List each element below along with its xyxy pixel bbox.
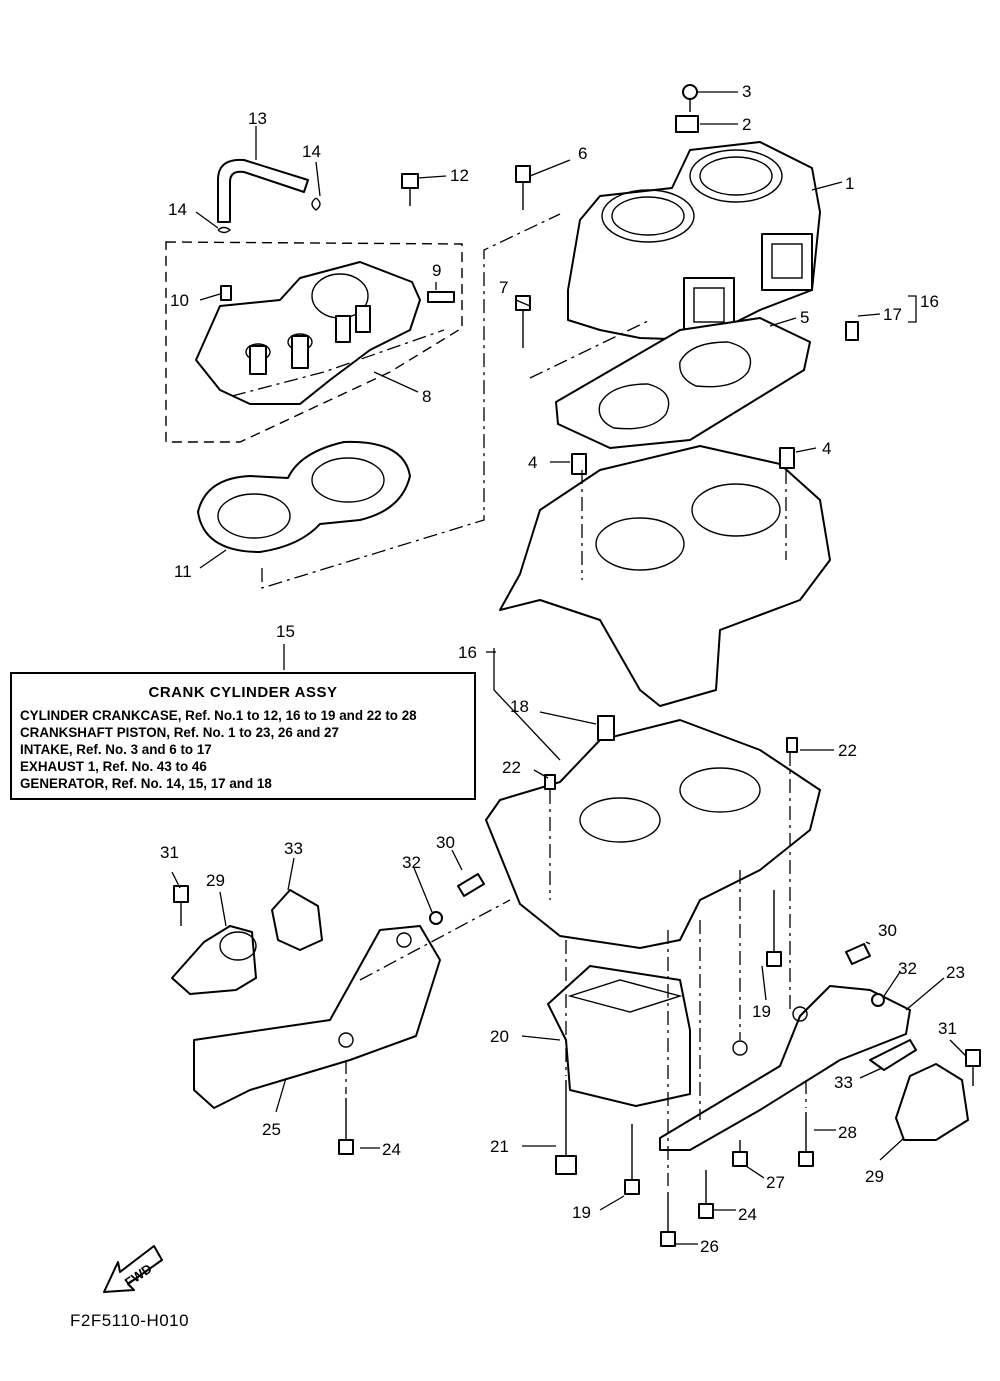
- part-label: 29: [865, 1167, 884, 1186]
- bolt-24-right: [698, 1170, 714, 1219]
- washer-32-right: [871, 993, 885, 1007]
- part-label: 10: [170, 291, 189, 310]
- part-label: 19: [752, 1002, 771, 1021]
- assembly-title: CRANK CYLINDER ASSY: [148, 684, 338, 701]
- assembly-list: CYLINDER CRANKCASE, Ref. No.1 to 12, 16 …: [20, 707, 474, 792]
- part-label: 19: [572, 1203, 591, 1222]
- assembly-line: EXHAUST 1, Ref. No. 43 to 46: [20, 759, 207, 774]
- part-label: 13: [248, 109, 267, 128]
- figure-code: F2F5110-H010: [70, 1311, 190, 1330]
- part-label: 4: [822, 439, 831, 458]
- part-label: 14: [168, 200, 187, 219]
- part-label: 2: [742, 115, 751, 134]
- dowel-4-right: [779, 447, 795, 469]
- bolt-19-upper: [766, 890, 782, 967]
- part-label: 23: [946, 963, 965, 982]
- assembly-reference-box: CRANK CYLINDER ASSY CYLINDER CRANKCASE, …: [10, 672, 476, 800]
- stud-17: [845, 321, 859, 341]
- intake-manifold-8: [195, 261, 421, 405]
- pin-22-right: [786, 737, 798, 753]
- fwd-arrow-icon: FWD: [103, 1245, 163, 1293]
- bolt-6: [515, 165, 531, 183]
- stopper-2: [675, 115, 699, 133]
- part-label: 8: [422, 387, 431, 406]
- part-label: 30: [436, 833, 455, 852]
- part-label: 11: [174, 562, 192, 581]
- clamp-14-upper: [311, 197, 321, 211]
- engine-mount-23: [659, 985, 911, 1151]
- part-label: 33: [834, 1073, 853, 1092]
- part-label: 27: [766, 1173, 785, 1192]
- part-label: 20: [490, 1027, 509, 1046]
- bolt-31-right: [965, 1049, 981, 1067]
- screw-3: [682, 84, 698, 100]
- part-label: 22: [838, 741, 857, 760]
- damper-29-right: [895, 1063, 969, 1141]
- part-label: 29: [206, 871, 225, 890]
- part-label: 32: [402, 853, 421, 872]
- pin-22-left: [544, 774, 556, 790]
- cylinder-gasket-5: [555, 317, 811, 449]
- part-label: 7: [499, 278, 508, 297]
- bolt-24-left: [338, 1098, 354, 1155]
- part-label: 6: [578, 144, 587, 163]
- bolt-30-right: [845, 943, 871, 965]
- part-label: 30: [878, 921, 897, 940]
- lower-crankcase: [485, 719, 821, 949]
- part-label: 14: [302, 142, 321, 161]
- bolt-27: [732, 1140, 748, 1167]
- part-label: 31: [160, 843, 179, 862]
- part-label: 1: [845, 174, 854, 193]
- engine-mount-25: [193, 925, 441, 1109]
- hose-13: [217, 158, 309, 223]
- assembly-line: GENERATOR, Ref. No. 14, 15, 17 and 18: [20, 776, 272, 791]
- part-label: 21: [490, 1137, 509, 1156]
- dowel-4-left: [571, 453, 587, 475]
- cover-20: [547, 965, 691, 1107]
- gasket-11: [197, 440, 411, 553]
- part-label: 22: [502, 758, 521, 777]
- plate-33-right: [869, 1039, 917, 1071]
- upper-crankcase: [499, 445, 831, 707]
- collar-18: [597, 715, 615, 741]
- part-number-labels: 1 2 3 4 4 5 6 7 8 9 10 11 12 13 14 14 15…: [160, 82, 965, 1256]
- intake-group-outline: [165, 241, 463, 443]
- plate-33-left: [271, 889, 323, 951]
- part-label: 15: [276, 622, 295, 641]
- damper-29-left: [171, 925, 257, 995]
- bolt-21: [555, 1080, 577, 1175]
- bolt-31-left: [173, 885, 189, 903]
- part-label: 32: [898, 959, 917, 978]
- part-label: 12: [450, 166, 469, 185]
- part-label: 28: [838, 1123, 857, 1142]
- part-label: 25: [262, 1120, 281, 1139]
- part-label: 16: [920, 292, 939, 311]
- part-label: 24: [738, 1205, 757, 1224]
- pin-10: [220, 285, 232, 301]
- bolt-28: [798, 1112, 814, 1167]
- bolt-30-left: [457, 873, 485, 897]
- bolt-26: [660, 1192, 676, 1247]
- assembly-line: INTAKE, Ref. No. 3 and 6 to 17: [20, 742, 212, 757]
- part-label: 33: [284, 839, 303, 858]
- clamp-14-lower: [217, 226, 232, 234]
- part-label: 17: [883, 305, 902, 324]
- washer-32-left: [429, 911, 443, 925]
- part-label: 5: [800, 308, 809, 327]
- part-label: 16: [458, 643, 477, 662]
- part-label: 26: [700, 1237, 719, 1256]
- part-label: 31: [938, 1019, 957, 1038]
- part-label: 9: [432, 261, 441, 280]
- bolt-19-lower: [624, 1124, 640, 1195]
- part-label: 4: [528, 453, 537, 472]
- assembly-line: CYLINDER CRANKCASE, Ref. No.1 to 12, 16 …: [20, 708, 417, 723]
- alignment-line: [261, 213, 561, 589]
- part-label: 18: [510, 697, 529, 716]
- part-label: 24: [382, 1140, 401, 1159]
- fitting-9: [427, 291, 455, 303]
- part-label: 3: [742, 82, 751, 101]
- assembly-line: CRANKSHAFT PISTON, Ref. No. 1 to 23, 26 …: [20, 725, 339, 740]
- bolt-12: [401, 173, 419, 189]
